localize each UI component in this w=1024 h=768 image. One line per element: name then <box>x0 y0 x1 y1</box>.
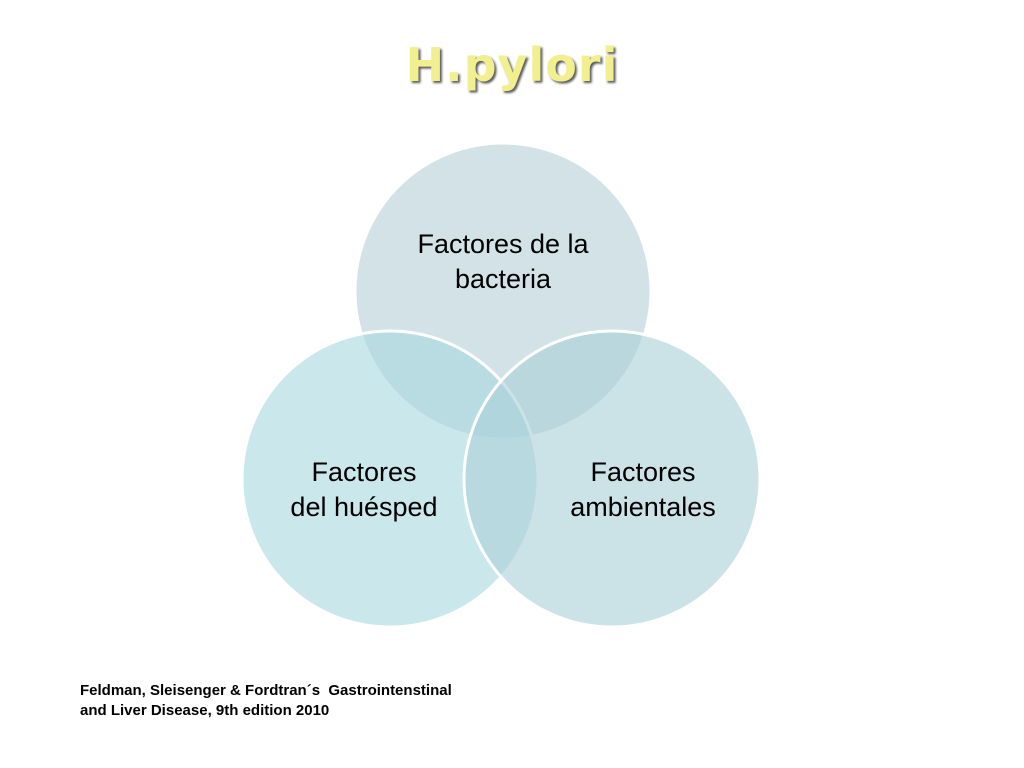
circle-bacteria-label-line1: Factores de la <box>417 229 589 259</box>
circle-huesped-label-line2: del huésped <box>290 492 437 522</box>
circle-bacteria-label-line2: bacteria <box>455 264 552 294</box>
slide-title: H.pylori <box>405 38 619 92</box>
citation-line2: and Liver Disease, 9th edition 2010 <box>80 702 330 719</box>
circle-ambientales-label-line1: Factores <box>590 457 695 487</box>
citation: Feldman, Sleisenger & Fordtran´s Gastroi… <box>80 681 452 721</box>
citation-line1: Feldman, Sleisenger & Fordtran´s Gastroi… <box>80 682 452 699</box>
circle-ambientales <box>462 329 762 629</box>
circle-ambientales-label-line2: ambientales <box>570 492 716 522</box>
circle-huesped-label-line1: Factores <box>311 457 416 487</box>
